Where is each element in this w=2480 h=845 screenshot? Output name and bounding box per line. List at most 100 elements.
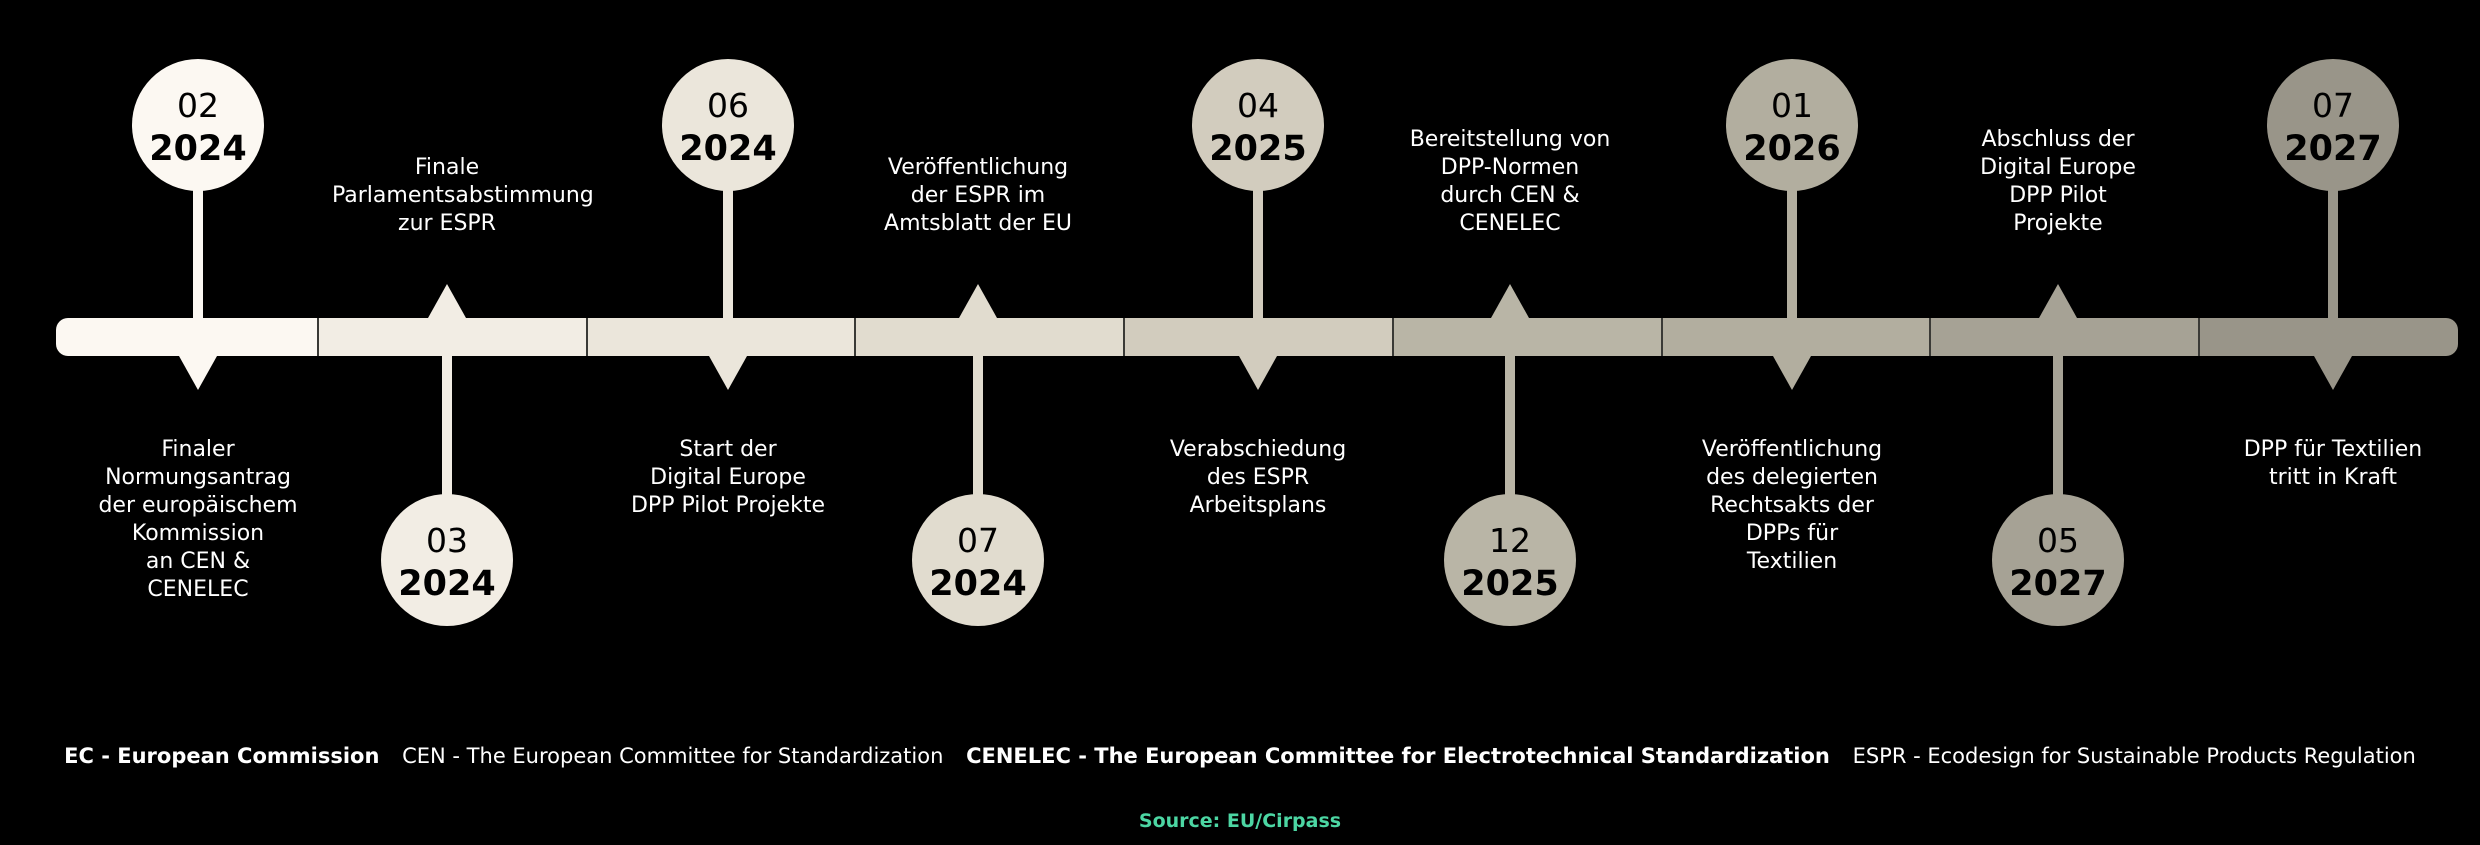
- event-marker-triangle: [959, 284, 997, 318]
- timeline-bar-segment: [587, 318, 855, 356]
- event-year: 2024: [929, 564, 1026, 604]
- event-marker-triangle: [2314, 356, 2352, 390]
- timeline-bar-segment-patch: [298, 318, 318, 356]
- event-description-line: Parlamentsabstimmung: [332, 183, 594, 208]
- legend-item-cen: CEN - The European Committee for Standar…: [402, 744, 944, 768]
- event-connector: [2053, 356, 2063, 498]
- event-marker-triangle: [2039, 284, 2077, 318]
- event-description-line: tritt in Kraft: [2268, 465, 2397, 490]
- event-description-line: des delegierten: [1706, 465, 1878, 490]
- event-connector: [1253, 187, 1263, 318]
- event-marker-triangle: [179, 356, 217, 390]
- event-marker-triangle: [428, 284, 466, 318]
- event-month: 03: [426, 521, 468, 560]
- event-month: 05: [2037, 521, 2079, 560]
- event-date-circle: [912, 494, 1044, 626]
- timeline-bar-segment-patch: [2199, 318, 2219, 356]
- event-description-line: Verabschiedung: [1169, 437, 1347, 462]
- event-year: 2024: [398, 564, 495, 604]
- event-description: DPP für Textilien tritt in Kraft: [2218, 436, 2448, 492]
- event-description-line: durch CEN &: [1440, 183, 1580, 208]
- event-description-line: der europäischem: [98, 493, 298, 518]
- legend-item-espr: ESPR - Ecodesign for Sustainable Product…: [1852, 744, 2416, 768]
- event-description-line: Digital Europe: [650, 465, 806, 490]
- timeline-bar-segment: [1662, 318, 1930, 356]
- event-month: 07: [2312, 86, 2354, 125]
- event-connector: [442, 356, 452, 498]
- event-description-line: DPP für Textilien: [2243, 437, 2423, 462]
- event-description-line: Veröffentlichung: [1701, 437, 1883, 462]
- event-description-line: DPP Pilot Projekte: [630, 493, 825, 518]
- event-year: 2025: [1461, 564, 1558, 604]
- event-year: 2026: [1743, 129, 1840, 169]
- event-marker-triangle: [709, 356, 747, 390]
- event-connector: [723, 187, 733, 318]
- event-month: 12: [1489, 521, 1531, 560]
- event-month: 04: [1237, 86, 1279, 125]
- event-description-line: Finale: [414, 155, 480, 180]
- event-description: Veröffentlichung der ESPR im Amtsblatt der…: [863, 154, 1093, 238]
- legend: EC - European Commission CEN - The Europ…: [0, 744, 2480, 768]
- event-connector: [1505, 356, 1515, 498]
- event-description-line: Bereitstellung von: [1409, 127, 1611, 152]
- event-marker-triangle: [1491, 284, 1529, 318]
- event-date-circle: [1726, 59, 1858, 191]
- event-date-circle: [2267, 59, 2399, 191]
- event-description-line: DPP Pilot: [2009, 183, 2107, 208]
- event-description-line: Digital Europe: [1980, 155, 2136, 180]
- timeline-bar-segment: [318, 318, 587, 356]
- event-description-line: an CEN &: [145, 549, 251, 574]
- event-description-line: des ESPR: [1206, 465, 1310, 490]
- legend-item-cenelec: CENELEC - The European Committee for Ele…: [966, 744, 1830, 768]
- event-description-line: Abschluss der: [1981, 127, 2135, 152]
- event-date-circle: [1992, 494, 2124, 626]
- timeline-bar-segment: [1393, 318, 1662, 356]
- event-year: 2027: [2009, 564, 2106, 604]
- event-date-circle: [1192, 59, 1324, 191]
- event-description-line: Arbeitsplans: [1189, 493, 1327, 518]
- event-description-line: Veröffentlichung: [887, 155, 1069, 180]
- event-connector: [2328, 187, 2338, 318]
- event-month: 06: [707, 86, 749, 125]
- event-marker-triangle: [1773, 356, 1811, 390]
- event-connector: [973, 356, 983, 498]
- event-year: 2024: [149, 129, 246, 169]
- timeline-bar-segment: [56, 318, 318, 356]
- event-description-line: CENELEC: [1459, 211, 1561, 236]
- event-year: 2027: [2284, 129, 2381, 169]
- timeline-bar-segment: [1930, 318, 2199, 356]
- event-description-line: Projekte: [2013, 211, 2103, 236]
- event-month: 07: [957, 521, 999, 560]
- event-date-circle: [1444, 494, 1576, 626]
- event-description-line: Normungsantrag: [105, 465, 291, 490]
- event-connector: [193, 187, 203, 318]
- event-marker-triangle: [1239, 356, 1277, 390]
- event-description-line: Kommission: [131, 521, 265, 546]
- event-description: Verabschiedung des ESPR Arbeitsplans: [1143, 436, 1373, 520]
- event-description-line: Textilien: [1746, 549, 1838, 574]
- timeline-bar-segment: [2199, 318, 2458, 356]
- event-date-circle: [381, 494, 513, 626]
- event-date-circle: [132, 59, 264, 191]
- event-description-line: Amtsblatt der EU: [884, 211, 1072, 236]
- event-date-circle: [662, 59, 794, 191]
- event-description-line: zur ESPR: [398, 211, 496, 236]
- event-description-line: DPP-Normen: [1440, 155, 1580, 180]
- event-description-line: Finaler: [161, 437, 235, 462]
- event-description-line: CENELEC: [147, 577, 249, 602]
- event-description-line: Start der: [679, 437, 777, 462]
- event-description-line: Rechtsakts der: [1710, 493, 1874, 518]
- source-credit: Source: EU/Cirpass: [1138, 810, 1342, 832]
- timeline-bar-segment: [1124, 318, 1393, 356]
- event-year: 2024: [679, 129, 776, 169]
- timeline-bar-segment: [855, 318, 1124, 356]
- event-description-line: der ESPR im: [910, 183, 1046, 208]
